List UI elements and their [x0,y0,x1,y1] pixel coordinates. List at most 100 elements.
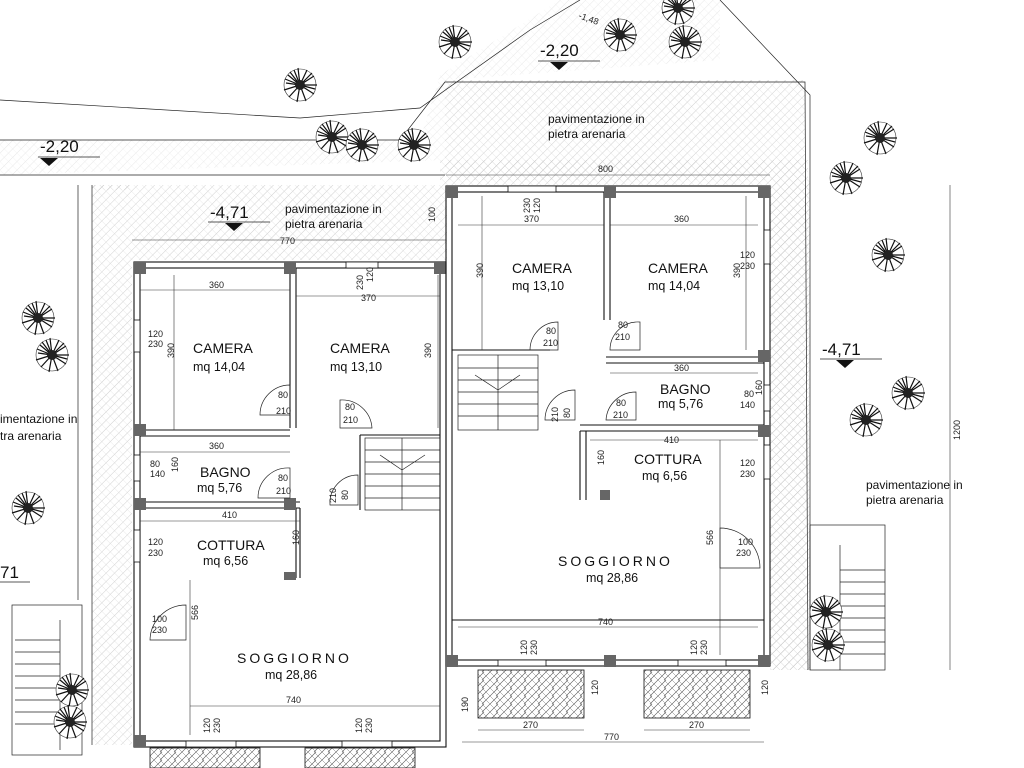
room-label: SOGGIORNO [558,553,673,569]
level-markers: -2,20 -2,20 -1,48 -4,71 -4,71 71 [0,10,882,583]
svg-text:566: 566 [705,530,715,545]
level-marker-left-edge: 71 [0,563,30,583]
svg-text:360: 360 [209,441,224,451]
room-label: CAMERA [512,260,573,276]
svg-text:230: 230 [212,718,222,733]
room-label: CAMERA [330,340,391,356]
svg-text:tra arenaria: tra arenaria [0,429,62,443]
left-unit-labels: CAMERA mq 14,04 CAMERA mq 13,10 BAGNO mq… [193,340,391,682]
svg-text:120: 120 [740,250,755,260]
svg-text:230: 230 [148,339,163,349]
svg-text:230: 230 [148,548,163,558]
room-area: mq 6,56 [203,554,248,568]
door-swings [149,321,761,641]
svg-text:230: 230 [152,625,167,635]
svg-text:80: 80 [345,402,355,412]
svg-text:120: 120 [354,718,364,733]
svg-text:770: 770 [280,236,295,246]
svg-text:740: 740 [286,695,301,705]
svg-text:360: 360 [674,214,689,224]
dimension-numbers: 800 770 370 360 360 410 740 370 360 360 … [166,164,962,742]
svg-text:140: 140 [740,400,755,410]
svg-text:120: 120 [740,458,755,468]
paving-notes: pavimentazione in pietra arenaria pavime… [0,112,963,507]
svg-text:120: 120 [202,718,212,733]
svg-text:230: 230 [699,640,709,655]
svg-text:pavimentazione in: pavimentazione in [548,112,645,126]
svg-text:210: 210 [343,415,358,425]
svg-text:120: 120 [590,680,600,695]
svg-text:pavimentazione in: pavimentazione in [866,478,963,492]
room-label: COTTURA [634,451,702,467]
level-marker-top-mid: -2,20 [538,41,600,70]
room-area: mq 6,56 [642,469,687,483]
svg-text:230: 230 [364,718,374,733]
svg-text:120: 120 [148,329,163,339]
staircase-right [457,354,539,431]
svg-text:230: 230 [522,198,532,213]
right-unit-labels: CAMERA mq 13,10 CAMERA mq 14,04 BAGNO mq… [512,260,711,585]
svg-text:370: 370 [524,214,539,224]
svg-text:360: 360 [674,363,689,373]
svg-text:120: 120 [689,640,699,655]
svg-text:160: 160 [291,530,301,545]
room-label: SOGGIORNO [237,650,352,666]
svg-text:566: 566 [190,605,200,620]
svg-text:800: 800 [598,164,613,174]
svg-text:390: 390 [732,263,742,278]
svg-text:230: 230 [529,640,539,655]
svg-text:80: 80 [618,320,628,330]
svg-text:230: 230 [736,548,751,558]
room-area: mq 5,76 [658,397,703,411]
svg-text:-4,71: -4,71 [822,340,861,359]
svg-text:390: 390 [166,343,176,358]
svg-text:imentazione in: imentazione in [0,412,77,426]
svg-text:80: 80 [546,326,556,336]
svg-text:100: 100 [427,207,437,222]
svg-text:pietra arenaria: pietra arenaria [866,493,944,507]
svg-text:190: 190 [460,697,470,712]
room-area: mq 28,86 [586,571,638,585]
svg-text:410: 410 [222,510,237,520]
svg-text:230: 230 [740,469,755,479]
windows [133,185,771,748]
svg-text:230: 230 [740,261,755,271]
room-label: COTTURA [197,537,265,553]
room-area: mq 13,10 [330,360,382,374]
dimension-lines [132,174,951,743]
svg-text:270: 270 [523,720,538,730]
level-marker-upper-left: -4,71 [208,203,270,231]
room-area: mq 5,76 [197,481,242,495]
room-label: BAGNO [660,381,711,397]
room-area: mq 13,10 [512,279,564,293]
staircase-left [364,437,441,511]
svg-text:160: 160 [596,450,606,465]
svg-text:120: 120 [760,680,770,695]
svg-text:80: 80 [744,389,754,399]
room-area: mq 14,04 [193,360,245,374]
svg-text:100: 100 [738,537,753,547]
svg-text:71: 71 [0,563,19,582]
svg-text:1200: 1200 [952,420,962,440]
svg-text:770: 770 [604,732,619,742]
svg-text:160: 160 [754,380,764,395]
room-label: CAMERA [648,260,709,276]
svg-text:pavimentazione in: pavimentazione in [285,202,382,216]
svg-text:740: 740 [598,617,613,627]
svg-text:120: 120 [532,198,542,213]
svg-text:120: 120 [148,537,163,547]
svg-text:140: 140 [150,469,165,479]
svg-text:120: 120 [519,640,529,655]
svg-text:80: 80 [278,390,288,400]
right-unit-walls [445,185,771,667]
room-label: CAMERA [193,340,254,356]
svg-text:360: 360 [209,280,224,290]
paving-area [0,0,810,745]
room-area: mq 28,86 [265,668,317,682]
site-boundary [0,0,811,745]
svg-text:370: 370 [361,293,376,303]
svg-text:80: 80 [278,473,288,483]
svg-text:210: 210 [276,406,291,416]
